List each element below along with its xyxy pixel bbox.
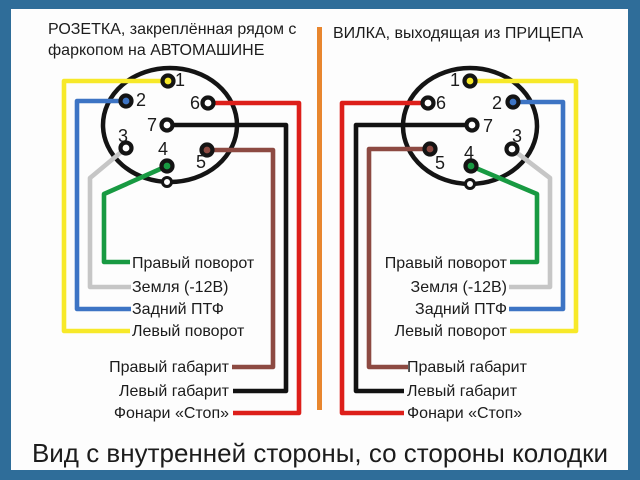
socket-label-stop-lights: Фонари «Стоп» xyxy=(114,405,229,422)
socket-wire-ground xyxy=(87,146,131,290)
socket-pin-7-number: 7 xyxy=(147,115,157,135)
plug-label-stop-lights: Фонари «Стоп» xyxy=(407,405,522,422)
socket-pin-1-number: 1 xyxy=(175,70,185,90)
socket-label-ground: Земля (-12В) xyxy=(132,279,228,296)
socket-wire-right-marker xyxy=(207,147,276,370)
plug-wire-right-marker xyxy=(366,146,430,370)
plug-label-left-marker: Левый габарит xyxy=(407,383,518,400)
socket-pin-5-number: 5 xyxy=(196,152,206,172)
plug-pin-1-number: 1 xyxy=(450,70,460,90)
socket-wire-right-turn xyxy=(101,163,168,265)
plug-title: ВИЛКА, выходящая из ПРИЦЕПА xyxy=(333,25,583,42)
plug-pin-1 xyxy=(462,73,478,89)
plug-label-right-marker: Правый габарит xyxy=(407,359,528,376)
socket-pin-2-number: 2 xyxy=(136,90,146,110)
socket-pin-3-number: 3 xyxy=(118,126,128,146)
plug-label-left-turn: Левый поворот xyxy=(395,323,508,340)
socket-pin-2 xyxy=(118,93,134,109)
plug-notch xyxy=(464,178,476,190)
plug-wire-right-turn xyxy=(470,163,540,265)
plug-connector: 1 6 2 7 3 4 5 Правый поворот Земля (-12В… xyxy=(339,65,579,422)
plug-pin-2-number: 2 xyxy=(492,93,502,113)
socket-wire-left-turn xyxy=(61,78,168,334)
socket-wire-rear-fog xyxy=(74,98,131,312)
socket-wire-stop-lights xyxy=(208,100,302,416)
plug-pin-4 xyxy=(463,158,479,174)
socket-label-rear-fog: Задний ПТФ xyxy=(132,301,224,318)
plug-pin-6 xyxy=(420,95,436,111)
socket-notch xyxy=(161,176,173,188)
plug-label-right-turn: Правый поворот xyxy=(385,255,508,272)
socket-pin-7 xyxy=(159,117,175,133)
plug-pin-7-number: 7 xyxy=(483,116,493,136)
plug-wire-stop-lights xyxy=(339,100,428,416)
socket-pin-6-number: 6 xyxy=(190,93,200,113)
plug-pin-4-number: 4 xyxy=(464,143,474,163)
socket-connector: 1 2 6 7 3 4 5 Правый поворот Земля (-12В… xyxy=(61,65,302,422)
socket-label-left-turn: Левый поворот xyxy=(132,323,245,340)
socket-pin-1 xyxy=(160,73,176,89)
plug-pin-5-number: 5 xyxy=(435,153,445,173)
plug-pin-3-number: 3 xyxy=(512,126,522,146)
plug-label-rear-fog: Задний ПТФ xyxy=(415,301,507,318)
plug-wire-rear-fog xyxy=(509,99,566,312)
socket-label-right-marker: Правый габарит xyxy=(109,359,230,376)
plug-pin-3 xyxy=(504,141,520,157)
socket-label-left-marker: Левый габарит xyxy=(119,383,230,400)
plug-pin-2 xyxy=(505,94,521,110)
plug-label-ground: Земля (-12В) xyxy=(411,279,507,296)
plug-pin-7 xyxy=(464,117,480,133)
plug-pin-6-number: 6 xyxy=(436,93,446,113)
socket-wire-left-marker xyxy=(167,122,289,394)
socket-label-right-turn: Правый поворот xyxy=(132,255,255,272)
socket-title-line-1: РОЗЕТКА, закреплённая рядом с xyxy=(48,21,296,38)
center-divider xyxy=(317,27,322,410)
socket-pin-3 xyxy=(118,140,134,156)
plug-wire-left-turn xyxy=(470,78,579,334)
caption: Вид с внутренней стороны, со стороны кол… xyxy=(32,438,608,468)
socket-title-line-2: фаркопом на АВТОМАШИНЕ xyxy=(48,42,264,59)
socket-pin-5 xyxy=(199,142,215,158)
socket-pin-4 xyxy=(159,158,175,174)
socket-pin-4-number: 4 xyxy=(158,139,168,159)
plug-pin-5 xyxy=(422,141,438,157)
plug-wire-ground xyxy=(509,147,553,290)
plug-wire-left-marker xyxy=(353,122,472,394)
socket-pin-6 xyxy=(200,95,216,111)
